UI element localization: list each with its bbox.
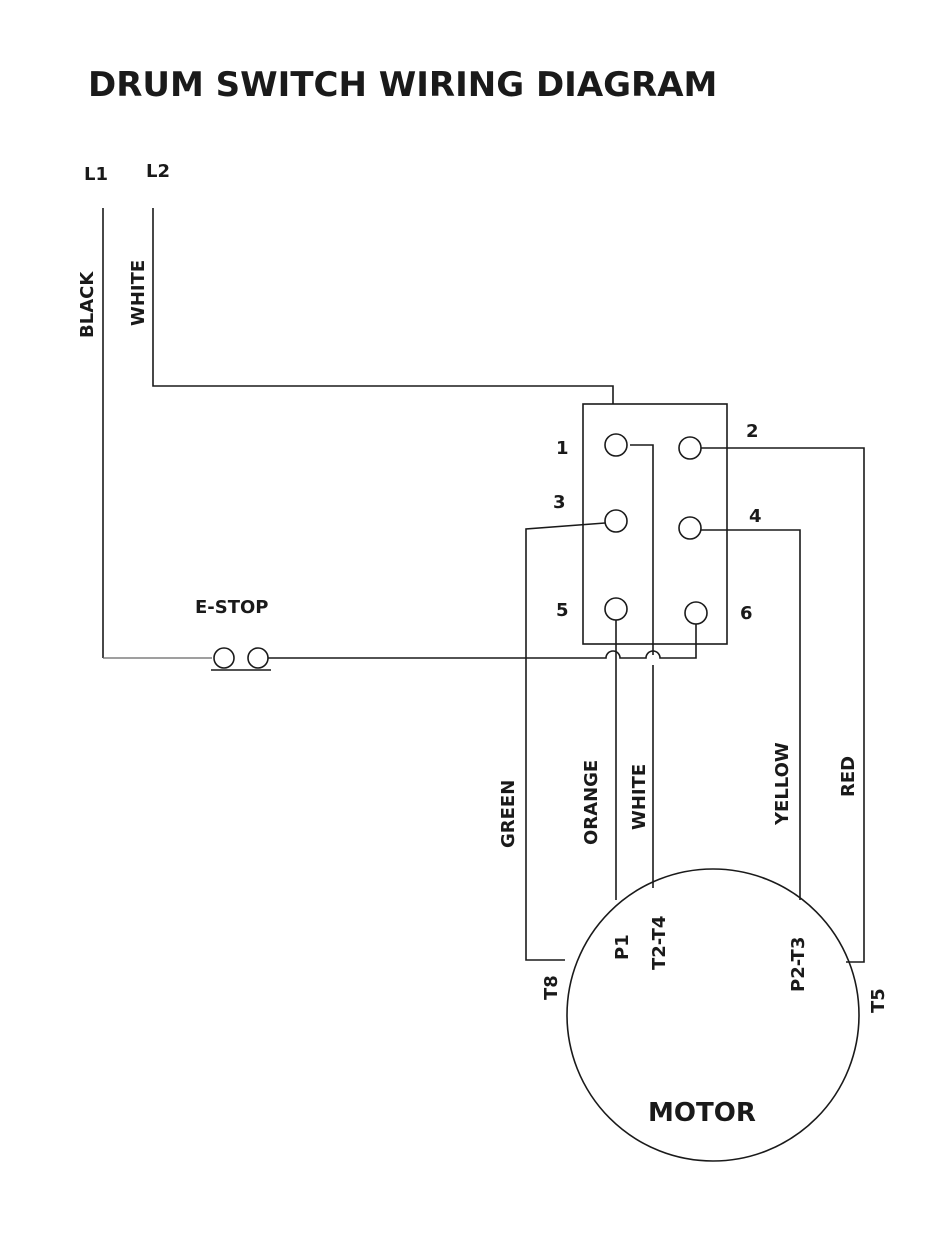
label-red: RED <box>838 756 859 797</box>
label-yellow: YELLOW <box>772 742 793 826</box>
label-white-line: WHITE <box>128 260 149 326</box>
terminal-5 <box>605 598 627 620</box>
wire-white-line <box>153 208 613 436</box>
label-terminal-1: 1 <box>556 438 569 459</box>
label-motor: MOTOR <box>648 1098 756 1128</box>
label-terminal-2: 2 <box>746 421 759 442</box>
label-l1: L1 <box>84 164 108 185</box>
label-t5: T5 <box>868 988 889 1013</box>
label-black: BLACK <box>77 271 98 338</box>
label-orange: ORANGE <box>581 760 602 845</box>
terminal-3 <box>605 510 627 532</box>
diagram-title: DRUM SWITCH WIRING DIAGRAM <box>88 65 717 105</box>
label-terminal-6: 6 <box>740 603 753 624</box>
label-p2-t3: P2-T3 <box>788 937 809 992</box>
label-white-motor: WHITE <box>629 764 650 830</box>
label-t8: T8 <box>541 975 562 1000</box>
label-terminal-5: 5 <box>556 600 569 621</box>
label-green: GREEN <box>498 780 519 848</box>
terminal-6 <box>685 602 707 624</box>
label-estop: E-STOP <box>195 597 269 618</box>
terminal-2 <box>679 437 701 459</box>
estop-contact-left <box>214 648 234 668</box>
estop-contact-right <box>248 648 268 668</box>
label-p1: P1 <box>612 934 633 960</box>
label-terminal-3: 3 <box>553 492 566 513</box>
label-terminal-4: 4 <box>749 506 762 527</box>
terminal-1 <box>605 434 627 456</box>
label-t2-t4: T2-T4 <box>649 916 670 970</box>
terminal-4 <box>679 517 701 539</box>
label-l2: L2 <box>146 161 170 182</box>
